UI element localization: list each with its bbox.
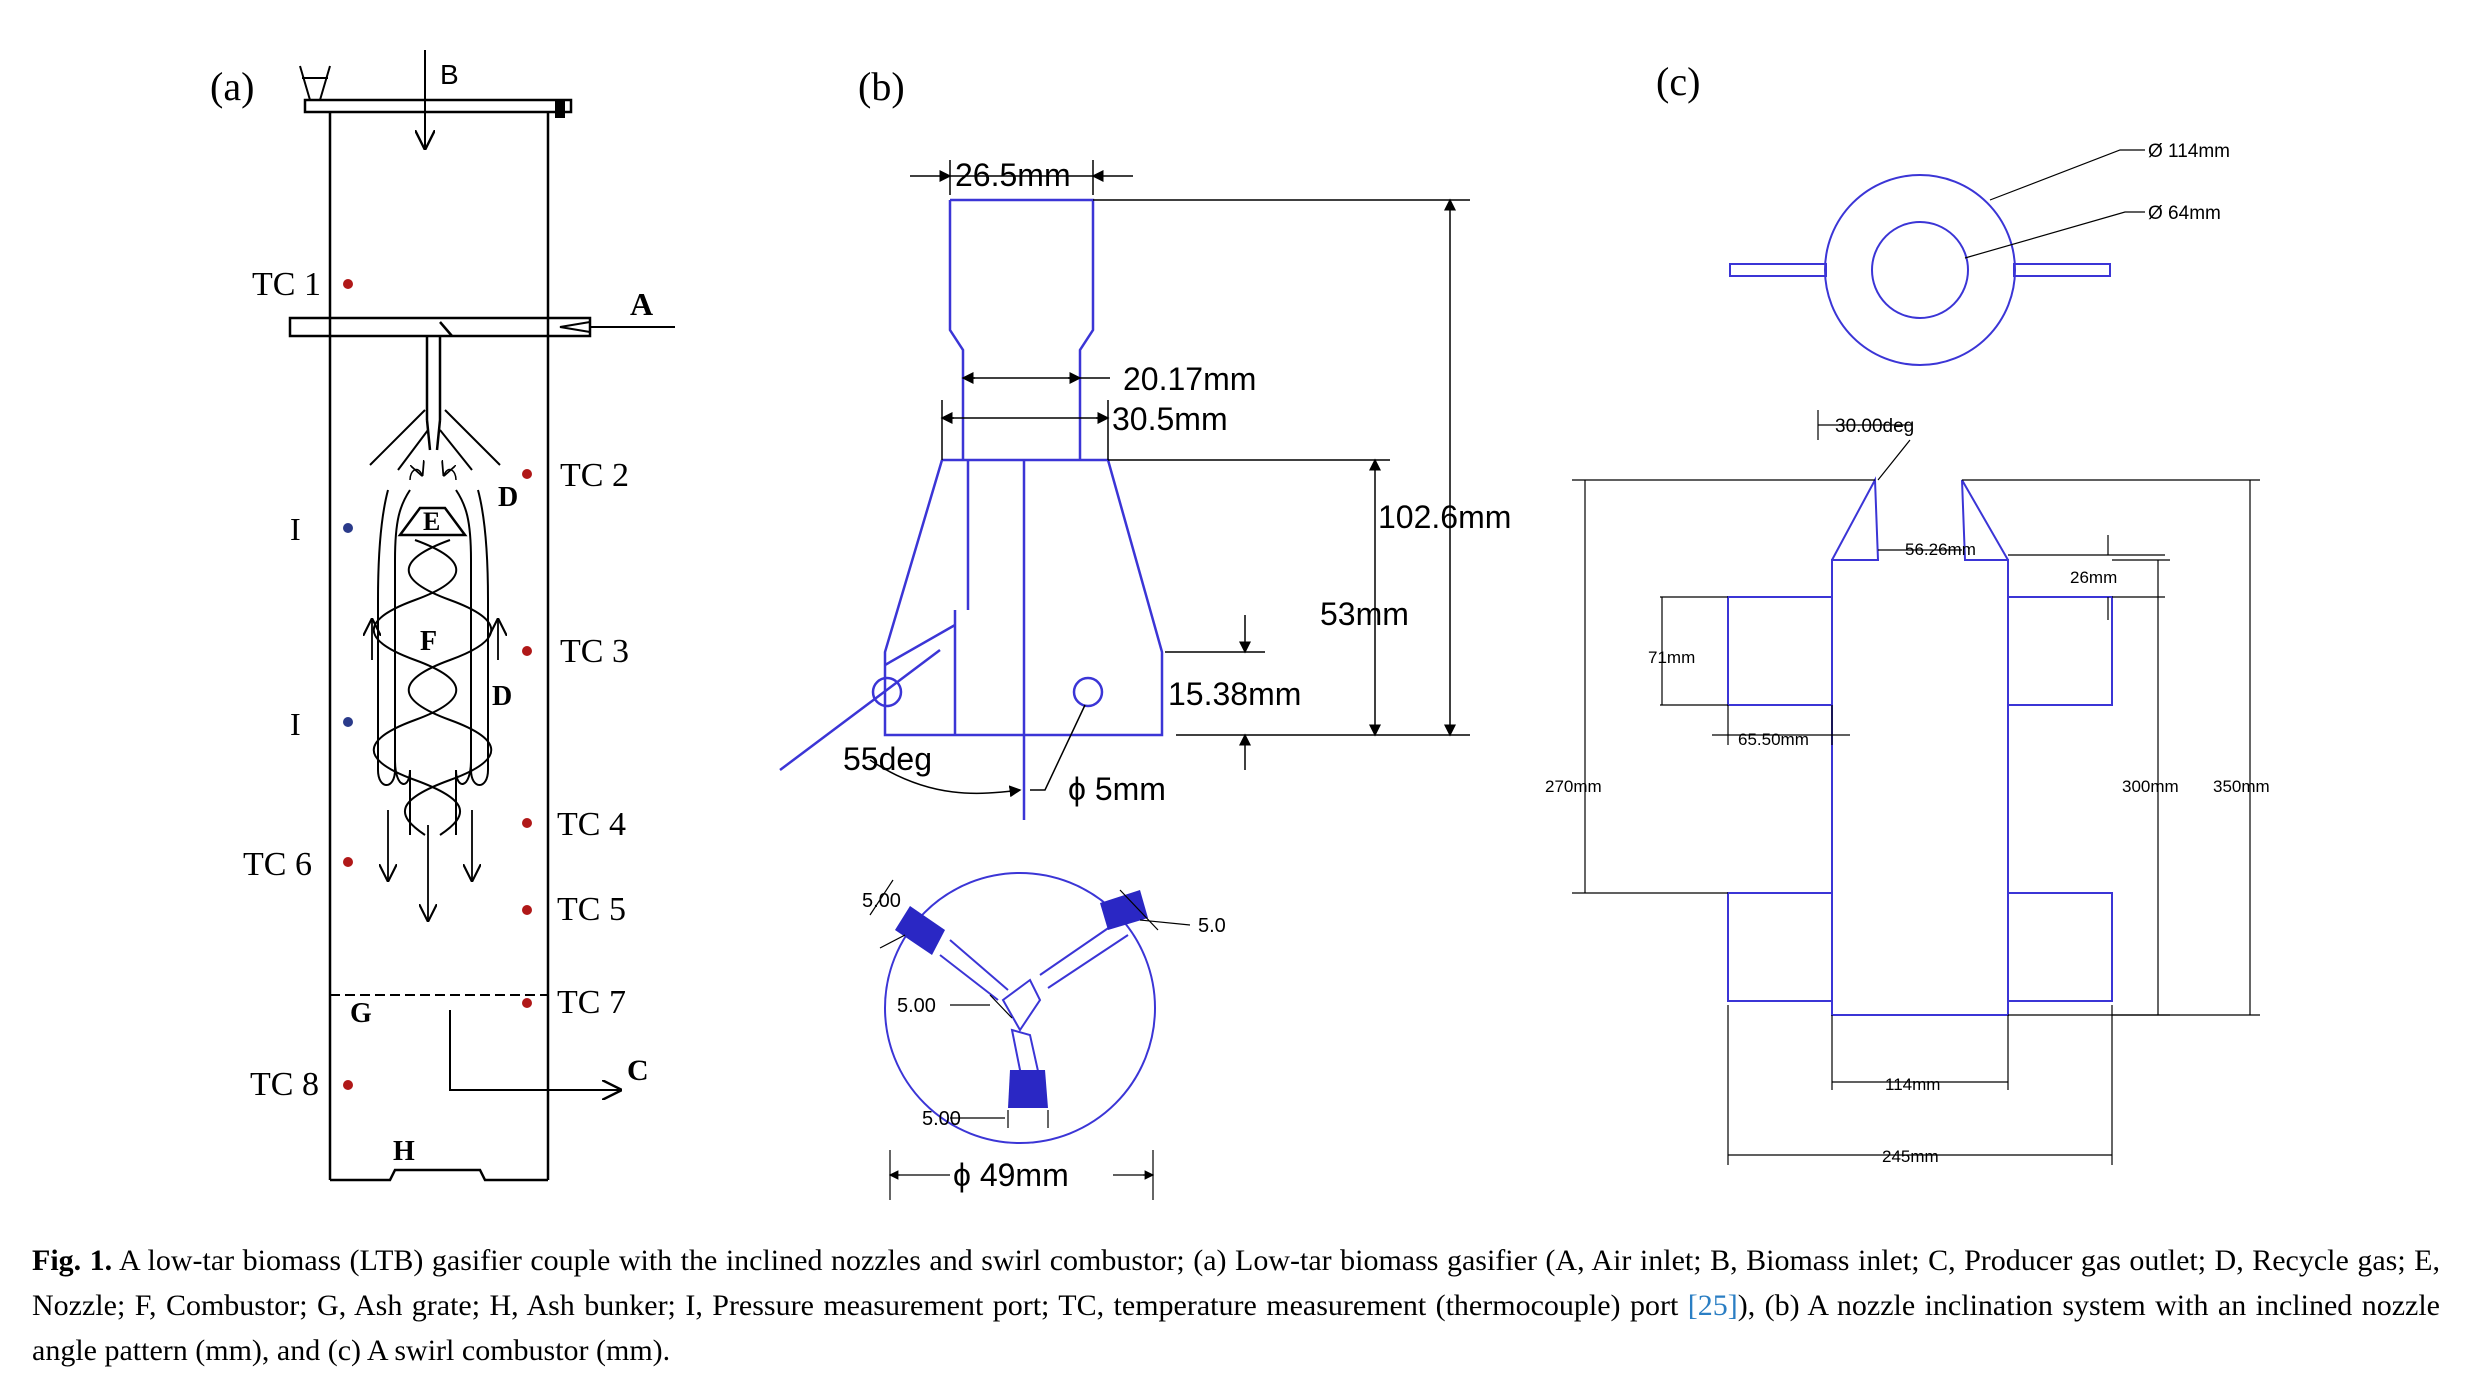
letter-g: G: [350, 998, 372, 1029]
dim-53: 53mm: [1320, 596, 1409, 632]
figure-diagram: (a) B A C D D E F G H I I TC 1 TC 2 TC 3…: [210, 50, 2270, 1200]
dim-55deg: 55deg: [843, 741, 932, 777]
tc8-label: TC 8: [250, 1066, 319, 1103]
tangential-inlet-upper-right: [2007, 596, 2113, 706]
nozzle-block-right: [1100, 890, 1148, 930]
dim-phi-114: Ø 114mm: [2148, 141, 2230, 162]
inner-circle-64: [1871, 221, 1969, 319]
letter-b: B: [440, 59, 459, 90]
tc6-label: TC 6: [243, 846, 312, 883]
tc7-dot: [522, 998, 532, 1008]
panel-a-gasifier: [288, 50, 675, 1182]
dim-5-00-center: 5.00: [897, 995, 936, 1017]
dim-5-0-right: 5.0: [1198, 915, 1226, 937]
dim-56-26: 56.26mm: [1905, 540, 1976, 559]
panel-a-thermocouples: TC 1 TC 2 TC 3 TC 4 TC 5 TC 6 TC 7 TC 8: [243, 266, 629, 1103]
panel-b-nozzle-top-view: 5.00 5.0 5.00 5.00 ϕ 49mm: [862, 872, 1226, 1200]
dim-102-6: 102.6mm: [1378, 499, 1511, 535]
nozzle-block-bottom: [1008, 1070, 1048, 1108]
caption-text-end: ), (b) A nozzle inclination system with …: [32, 1289, 2441, 1367]
figure-caption: Fig. 1. A low-tar biomass (LTB) gasifier…: [32, 1238, 2440, 1373]
letter-d-lower: D: [492, 681, 512, 712]
panel-a-label: (a): [210, 64, 254, 109]
panel-c-label: (c): [1656, 59, 1700, 104]
tc7-label: TC 7: [557, 984, 626, 1021]
caption-reference-link[interactable]: [25]: [1687, 1289, 1738, 1322]
dim-26-5: 26.5mm: [955, 157, 1071, 193]
nozzle-blocks: [895, 890, 1148, 1108]
tc4-label: TC 4: [557, 806, 626, 843]
letter-f: F: [420, 626, 437, 657]
dim-phi-64: Ø 64mm: [2148, 203, 2221, 224]
tc2-dot: [522, 469, 532, 479]
tc6-dot: [343, 857, 353, 867]
dim-phi-49: ϕ 49mm: [953, 1157, 1069, 1193]
tc1-dot: [343, 279, 353, 289]
letter-c: C: [627, 1054, 649, 1087]
letter-i-upper: I: [290, 511, 301, 547]
letter-i-lower: I: [290, 706, 301, 742]
dim-15-38: 15.38mm: [1168, 676, 1301, 712]
combustor-f-helix: [372, 539, 493, 836]
gasifier-lid: [303, 98, 573, 114]
outer-circle-114: [1824, 174, 2016, 366]
panel-c-top-view: [1729, 174, 2111, 366]
letter-d-upper: D: [498, 482, 518, 513]
tc1-label: TC 1: [252, 266, 321, 303]
letter-e: E: [423, 507, 440, 536]
dim-30-5: 30.5mm: [1112, 401, 1228, 437]
tc5-label: TC 5: [557, 891, 626, 928]
tc2-label: TC 2: [560, 457, 629, 494]
panel-b-label: (b): [858, 64, 905, 109]
tc4-dot: [522, 818, 532, 828]
recycle-channel-right: [455, 489, 489, 786]
panel-c-dim-labels: 30.00deg 56.26mm 26mm 71mm 65.50mm 270mm…: [1545, 416, 2270, 1166]
tc3-label: TC 3: [560, 633, 629, 670]
panel-c-top-leaders: [1964, 149, 2145, 259]
air-inlet-tube: [288, 316, 592, 338]
dim-5-00-left: 5.00: [862, 890, 901, 912]
dim-300: 300mm: [2122, 777, 2179, 796]
panel-b-dim-labels: 26.5mm 20.17mm 30.5mm 102.6mm 53mm 15.38…: [843, 157, 1511, 807]
recycle-channel-left: [377, 489, 411, 786]
letter-a: A: [630, 286, 653, 322]
dim-26: 26mm: [2070, 568, 2117, 587]
pressure-port-lower: [343, 717, 353, 727]
tc5-dot: [522, 905, 532, 915]
caption-fig-number: Fig. 1.: [32, 1244, 113, 1277]
pressure-port-upper: [343, 523, 353, 533]
dim-71: 71mm: [1648, 648, 1695, 667]
tc8-dot: [343, 1080, 353, 1090]
panel-c-dimensions: [1572, 410, 2260, 1165]
dim-phi-5: ϕ 5mm: [1068, 771, 1166, 807]
producer-gas-outlet-arrow: [449, 1010, 620, 1090]
nozzle-block-left: [895, 906, 945, 955]
panel-a-letters: B A C D D E F G H I I: [290, 59, 653, 1167]
dim-270: 270mm: [1545, 777, 1602, 796]
panel-c-side-view: [1727, 476, 2113, 1016]
dim-20-17: 20.17mm: [1123, 361, 1256, 397]
nozzle-e: [397, 506, 468, 537]
tangential-inlet-lower-left: [1727, 892, 1833, 1002]
tangential-inlet-upper-left: [1727, 596, 1833, 706]
letter-h: H: [393, 1136, 415, 1167]
caption-text: A low-tar biomass (LTB) gasifier couple …: [32, 1244, 2440, 1322]
tc3-dot: [522, 646, 532, 656]
panel-b-nozzle-side-view: [779, 198, 1164, 820]
dim-350: 350mm: [2213, 777, 2270, 796]
tangential-inlet-lower-right: [2007, 892, 2113, 1002]
dim-5-00-bottom: 5.00: [922, 1108, 961, 1130]
dim-30-deg: 30.00deg: [1835, 416, 1914, 437]
dim-65-50: 65.50mm: [1738, 730, 1809, 749]
panel-b-dimensions: [869, 160, 1470, 798]
dim-245: 245mm: [1882, 1147, 1939, 1166]
wing-nut: [299, 65, 331, 101]
dim-114: 114mm: [1885, 1075, 1940, 1094]
